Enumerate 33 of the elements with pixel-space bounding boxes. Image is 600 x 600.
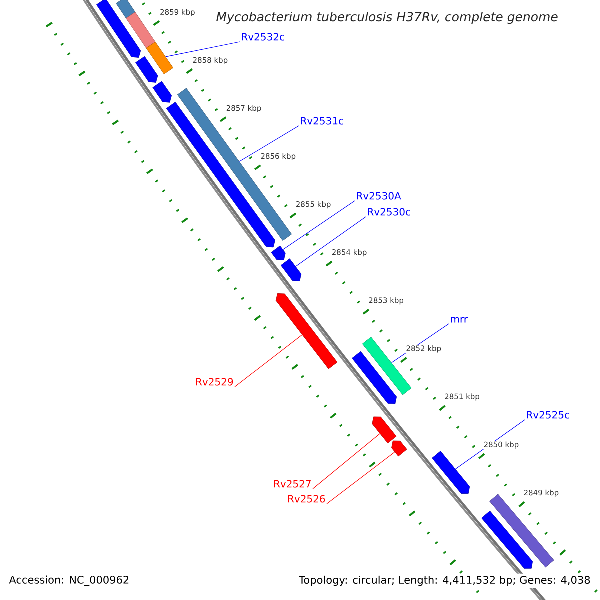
gene-feature — [482, 510, 534, 569]
gene-feature — [116, 0, 136, 19]
gene-feature — [372, 416, 397, 444]
gene-feature — [271, 246, 286, 260]
leader-line — [312, 434, 380, 490]
accession-label: Accession: NC_000962 — [9, 576, 129, 586]
leader-line — [234, 334, 303, 388]
map-title: Mycobacterium tuberculosis H37Rv, complete genome — [216, 12, 558, 24]
gene-feature — [352, 351, 397, 404]
gene-feature — [146, 42, 174, 74]
leader-line — [166, 42, 240, 58]
leader-line — [326, 452, 396, 504]
gene-label: Rv2530A — [357, 192, 402, 200]
gene-label: Rv2532c — [242, 33, 284, 41]
gene-label: Rv2526 — [288, 495, 326, 503]
gene-feature — [126, 12, 156, 49]
gene-feature — [432, 451, 470, 494]
gene-feature — [152, 81, 172, 103]
genome-info-label: Topology: circular; Length: 4,411,532 bp; Genes: 4,038 — [297, 574, 593, 588]
gene-label: Rv2530c — [368, 208, 410, 216]
gene-feature — [280, 258, 302, 282]
leader-line — [239, 126, 300, 162]
leader-line — [282, 200, 356, 250]
gene-label: mrr — [451, 317, 468, 323]
gene-label: Rv2531c — [301, 117, 344, 125]
gene-feature — [392, 440, 408, 457]
gene-label: Rv2525c — [527, 411, 570, 419]
gene-feature — [136, 56, 158, 83]
gene-feature — [96, 0, 142, 58]
gene-feature — [276, 294, 338, 370]
gene-label: Rv2527 — [274, 480, 311, 488]
gene-label: Rv2529 — [196, 378, 234, 386]
leader-line — [296, 216, 366, 267]
